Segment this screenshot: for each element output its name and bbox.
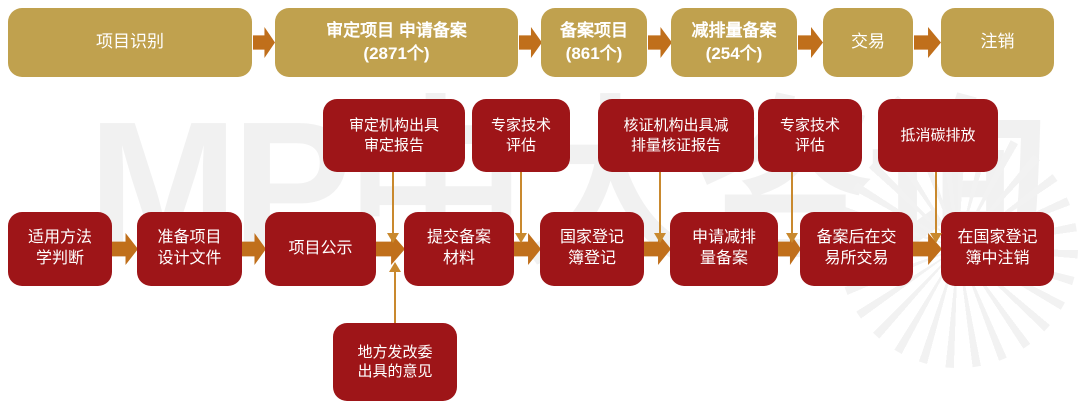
arrow-down-icon [515,233,527,243]
top-step-filed-projects: 备案项目 (861个) [541,8,647,77]
arrow-right-icon [914,27,941,58]
step-label: 审定机构出具 审定报告 [348,117,439,154]
arrow-up-icon [389,262,401,272]
aux-expert-evaluation-2: 专家技术 评估 [758,99,862,172]
step-methodology-judgment: 适用方法 学判断 [8,212,112,286]
arrow-right-icon [519,27,542,58]
step-count: (861个) [565,43,623,63]
top-step-emission-reduction-filing: 减排量备案 (254个) [671,8,797,77]
connector-line [935,172,937,233]
arrow-right-icon [648,27,672,58]
connector-line [659,172,661,233]
aux-offset-emissions: 抵消碳排放 [878,99,998,172]
step-count: (254个) [705,43,763,63]
step-prepare-design-document: 准备项目 设计文件 [137,212,242,286]
top-step-project-identification: 项目识别 [8,8,252,77]
step-label: 适用方法 学判断 [27,229,92,267]
connector-line [520,172,522,233]
aux-validation-report: 审定机构出具 审定报告 [323,99,465,172]
arrow-down-icon [387,233,399,243]
step-title: 注销 [980,32,1015,52]
top-step-cancellation: 注销 [941,8,1054,77]
step-label: 抵消碳排放 [900,126,976,144]
step-cancel-in-registry: 在国家登记 簿中注销 [941,212,1054,286]
step-title: 审定项目 申请备案 [326,21,467,41]
step-label: 核证机构出具减 排量核证报告 [623,117,729,154]
connector-line [392,172,394,233]
step-submit-filing-materials: 提交备案 材料 [404,212,514,286]
top-step-validation-application: 审定项目 申请备案 (2871个) [275,8,518,77]
connector-line [791,172,793,233]
step-title: 交易 [851,32,885,52]
step-label: 专家技术 评估 [779,117,840,154]
connector-line [394,272,396,323]
step-label: 备案后在交 易所交易 [816,229,897,267]
arrow-down-icon [930,233,942,243]
step-national-registry-registration: 国家登记 簿登记 [540,212,644,286]
step-title: 项目识别 [96,32,164,52]
arrow-down-icon [786,233,798,243]
aux-local-ndrc-opinion: 地方发改委 出具的意见 [333,323,457,401]
step-label: 项目公示 [288,239,353,257]
step-label: 国家登记 簿登记 [559,229,624,267]
step-label: 提交备案 材料 [426,229,491,267]
step-count: (2871个) [363,43,430,63]
arrow-right-icon [798,27,823,58]
step-trade-on-exchange: 备案后在交 易所交易 [800,212,913,286]
arrow-down-icon [654,233,666,243]
top-step-trade: 交易 [823,8,913,77]
step-label: 地方发改委 出具的意见 [357,343,433,381]
step-project-publicity: 项目公示 [265,212,376,286]
step-title: 减排量备案 [691,21,777,41]
step-label: 专家技术 评估 [490,117,551,154]
aux-expert-evaluation-1: 专家技术 评估 [472,99,570,172]
arrow-right-icon [253,27,275,58]
step-label: 在国家登记 簿中注销 [957,229,1038,267]
aux-verification-report: 核证机构出具减 排量核证报告 [598,99,754,172]
step-label: 申请减排 量备案 [691,229,756,267]
step-apply-emission-reduction-filing: 申请减排 量备案 [670,212,778,286]
step-label: 准备项目 设计文件 [157,229,222,267]
step-title: 备案项目 [560,21,628,41]
